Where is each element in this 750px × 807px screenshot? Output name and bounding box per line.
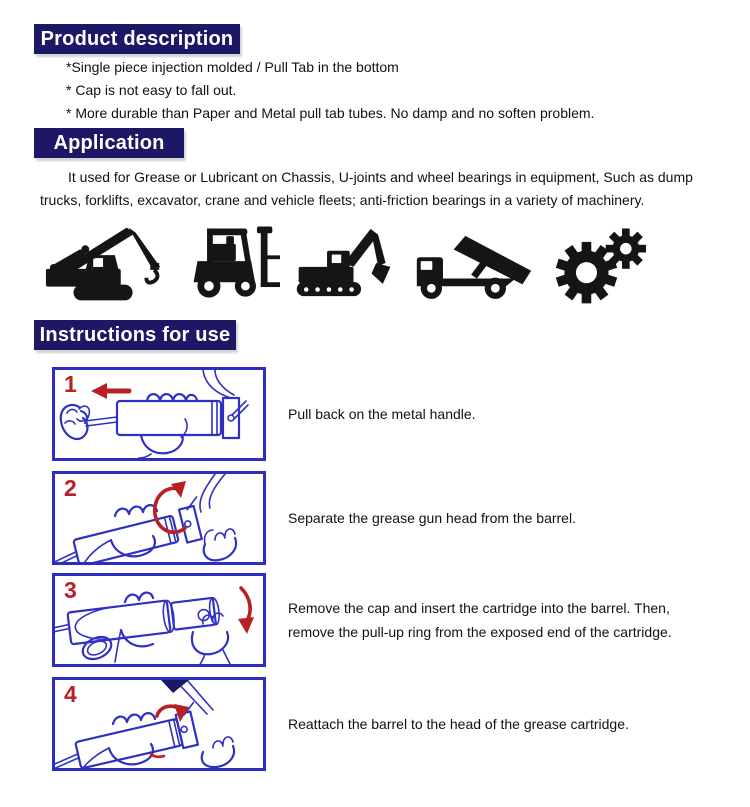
section-title-application: Application xyxy=(34,128,184,158)
step-3-illustration: 3 xyxy=(52,573,266,667)
forklift-icon xyxy=(193,226,280,298)
application-paragraph: It used for Grease or Lubricant on Chass… xyxy=(40,169,693,208)
gears-icon xyxy=(555,228,646,304)
grease-gun-separate-head-drawing xyxy=(55,474,238,562)
grease-gun-pull-handle-drawing xyxy=(59,370,249,458)
step-number: 4 xyxy=(64,681,77,707)
instruction-step-2: 2 Separate the grease gun head from the … xyxy=(52,471,730,565)
instruction-step-3: 3 Remove the cap and insert the cartridg… xyxy=(52,573,730,667)
product-description-bullets: *Single piece injection molded / Pull Ta… xyxy=(66,56,594,125)
step-caption: Reattach the barrel to the head of the g… xyxy=(288,716,629,732)
step-number: 2 xyxy=(64,475,77,501)
step-1-illustration: 1 xyxy=(52,367,266,461)
step-2-illustration: 2 xyxy=(52,471,266,565)
step-number: 1 xyxy=(64,371,77,397)
bullet-item: * Cap is not easy to fall out. xyxy=(66,82,237,98)
instruction-step-4: 4 Reattach the barrel to the head of the… xyxy=(52,677,730,771)
reattach-barrel-drawing xyxy=(55,680,236,768)
machinery-icons-row xyxy=(42,222,646,306)
crane-icon xyxy=(45,227,161,301)
bullet-item: * More durable than Paper and Metal pull… xyxy=(66,105,595,121)
excavator-icon xyxy=(296,229,391,297)
bullet-item: *Single piece injection molded / Pull Ta… xyxy=(66,59,399,75)
step-caption: Separate the grease gun head from the ba… xyxy=(288,510,576,526)
step-caption: Remove the cap and insert the cartridge … xyxy=(288,600,672,640)
section-title-product-description: Product description xyxy=(34,24,240,54)
step-4-illustration: 4 xyxy=(52,677,266,771)
step-number: 3 xyxy=(64,577,77,603)
insert-cartridge-drawing xyxy=(55,586,254,664)
dump-truck-icon xyxy=(416,235,531,299)
step-caption: Pull back on the metal handle. xyxy=(288,406,476,422)
instruction-step-1: 1 Pull back on the metal handle. xyxy=(52,367,730,461)
section-title-instructions: Instructions for use xyxy=(34,320,236,350)
